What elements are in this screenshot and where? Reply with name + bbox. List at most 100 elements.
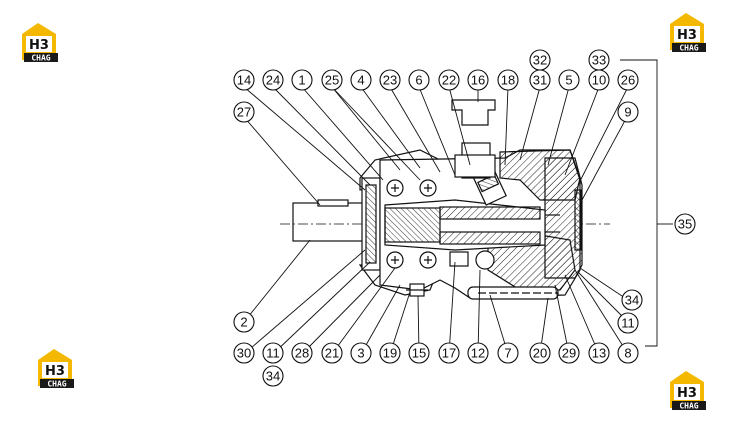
callout-24: 24 bbox=[262, 69, 284, 91]
callout-circle bbox=[262, 365, 284, 387]
callout-9: 9 bbox=[617, 101, 639, 123]
callout-circle bbox=[617, 312, 639, 334]
callout-number: 23 bbox=[383, 73, 397, 88]
callout-number: 16 bbox=[471, 73, 485, 88]
callout-circle bbox=[379, 342, 401, 364]
callout-8: 8 bbox=[617, 342, 639, 364]
callout-number: 34 bbox=[625, 293, 639, 308]
pump-cross-section bbox=[280, 99, 610, 300]
callout-circle bbox=[350, 342, 372, 364]
callout-15: 15 bbox=[408, 342, 430, 364]
callout-30: 30 bbox=[233, 342, 255, 364]
callout-number: 32 bbox=[533, 53, 547, 68]
logo-text-bottom: CHAG bbox=[679, 402, 698, 411]
logo-text-top: H3 bbox=[29, 38, 49, 53]
callout-5: 5 bbox=[558, 69, 580, 91]
callout-number: 4 bbox=[357, 73, 364, 88]
callout-circle bbox=[438, 342, 460, 364]
callout-circle bbox=[467, 342, 489, 364]
callout-number: 34 bbox=[266, 369, 280, 384]
callout-28: 28 bbox=[291, 342, 313, 364]
callout-12: 12 bbox=[467, 342, 489, 364]
callout-number: 28 bbox=[295, 346, 309, 361]
callout-circle bbox=[674, 213, 696, 235]
callout-23: 23 bbox=[379, 69, 401, 91]
callout-circle bbox=[233, 342, 255, 364]
brand-logo-top-left: H3 CHAG bbox=[22, 23, 58, 63]
callout-number: 14 bbox=[237, 73, 251, 88]
callout-34: 34 bbox=[262, 365, 284, 387]
callout-number: 6 bbox=[415, 73, 422, 88]
callout-number: 31 bbox=[533, 73, 547, 88]
callout-number: 27 bbox=[237, 105, 251, 120]
callout-number: 8 bbox=[624, 346, 631, 361]
callout-number: 21 bbox=[325, 346, 339, 361]
callout-18: 18 bbox=[497, 69, 519, 91]
callout-circle bbox=[262, 342, 284, 364]
callout-number: 11 bbox=[266, 346, 280, 361]
callout-circle bbox=[321, 342, 343, 364]
callout-27: 27 bbox=[233, 101, 255, 123]
callout-circle bbox=[558, 342, 580, 364]
callout-circle bbox=[379, 69, 401, 91]
callout-number: 22 bbox=[442, 73, 456, 88]
callout-number: 20 bbox=[533, 346, 547, 361]
callout-circle bbox=[233, 101, 255, 123]
brand-logo-bottom-right: H3 CHAG bbox=[670, 371, 706, 411]
callout-16: 16 bbox=[467, 69, 489, 91]
callout-circle bbox=[588, 342, 610, 364]
callout-22: 22 bbox=[438, 69, 460, 91]
callout-4: 4 bbox=[350, 69, 372, 91]
callout-19: 19 bbox=[379, 342, 401, 364]
callout-circle bbox=[233, 69, 255, 91]
logo-text-top: H3 bbox=[677, 28, 697, 43]
callout-number: 29 bbox=[562, 346, 576, 361]
callout-number: 33 bbox=[592, 53, 606, 68]
callout-20: 20 bbox=[529, 342, 551, 364]
callout-6: 6 bbox=[408, 69, 430, 91]
callout-number: 5 bbox=[565, 73, 572, 88]
logo-text-top: H3 bbox=[45, 364, 65, 379]
callout-circle bbox=[529, 342, 551, 364]
leader-lines bbox=[243, 59, 673, 355]
callout-number: 24 bbox=[266, 73, 280, 88]
callout-11: 11 bbox=[617, 312, 639, 334]
callout-number: 17 bbox=[442, 346, 456, 361]
callout-32: 32 bbox=[529, 49, 551, 71]
callout-34: 34 bbox=[621, 289, 643, 311]
callout-circle bbox=[408, 69, 430, 91]
brand-logo-bottom-left: H3 CHAG bbox=[38, 349, 74, 389]
callout-circle bbox=[617, 342, 639, 364]
callout-25: 25 bbox=[321, 69, 343, 91]
callout-circle bbox=[233, 311, 255, 333]
callout-circle bbox=[588, 49, 610, 71]
callout-number: 3 bbox=[357, 346, 364, 361]
logo-text-bottom: CHAG bbox=[679, 44, 698, 53]
callout-2: 2 bbox=[233, 311, 255, 333]
callout-26: 26 bbox=[617, 69, 639, 91]
callout-29: 29 bbox=[558, 342, 580, 364]
callout-circle bbox=[291, 342, 313, 364]
callout-33: 33 bbox=[588, 49, 610, 71]
callout-circle bbox=[558, 69, 580, 91]
callout-number: 13 bbox=[592, 346, 606, 361]
callout-31: 31 bbox=[529, 69, 551, 91]
callout-circle bbox=[529, 49, 551, 71]
callout-circle bbox=[321, 69, 343, 91]
callout-13: 13 bbox=[588, 342, 610, 364]
callout-10: 10 bbox=[588, 69, 610, 91]
callout-number: 7 bbox=[504, 346, 511, 361]
callout-circle bbox=[262, 69, 284, 91]
callout-circle bbox=[438, 69, 460, 91]
callout-number: 30 bbox=[237, 346, 251, 361]
callout-number: 35 bbox=[678, 217, 692, 232]
callout-number: 19 bbox=[383, 346, 397, 361]
callout-number: 18 bbox=[501, 73, 515, 88]
callout-number: 12 bbox=[471, 346, 485, 361]
callout-1: 1 bbox=[291, 69, 313, 91]
callout-number: 25 bbox=[325, 73, 339, 88]
callout-circle bbox=[350, 69, 372, 91]
callout-circle bbox=[617, 69, 639, 91]
